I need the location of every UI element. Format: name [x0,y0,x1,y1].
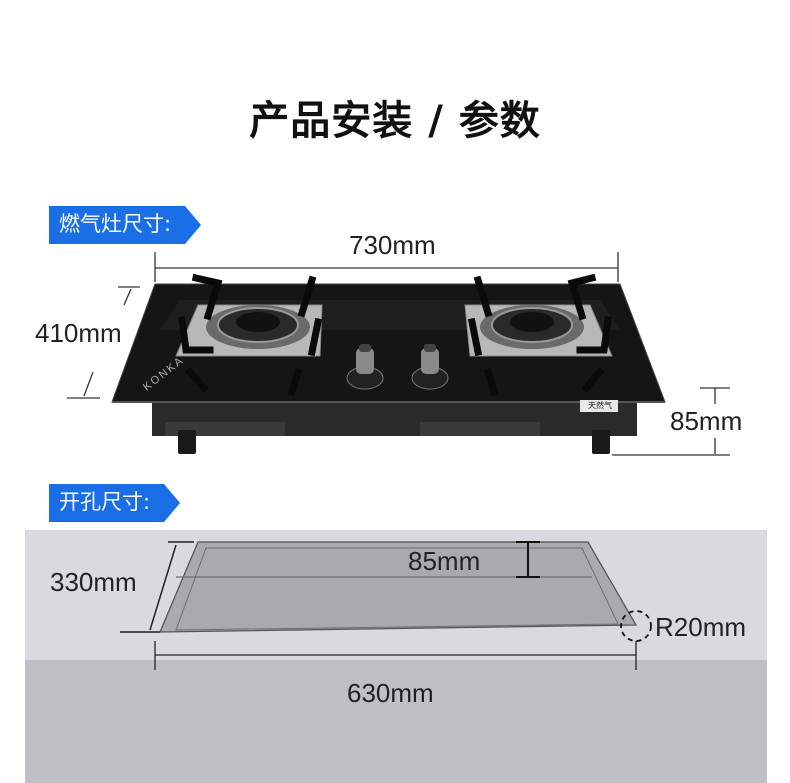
cutout-size-tag: 开孔尺寸: [49,484,181,522]
cutout-inner-height-label: 85mm [408,546,481,576]
cutout-width-label: 630mm [347,678,434,708]
stove-height-label: 85mm [670,406,743,436]
cutout-bottom-band [25,660,767,783]
cutout-depth-dimension [120,541,194,633]
cutout-shape [159,541,638,633]
stove-depth-dimension [67,286,140,399]
right-burner [464,273,613,397]
stove-depth-label: 410mm [35,318,122,348]
stove-width-label: 730mm [349,230,436,260]
stove-width-dimension [154,252,619,282]
cutout-depth-label: 330mm [50,567,137,597]
cutout-width-dimension [154,641,637,670]
gas-sticker [580,400,618,412]
cutout-inner-height-dimension [516,541,540,578]
gas-label: 天然气 [588,401,612,410]
page-title: 产品安装 / 参数 [249,98,541,144]
knobs [346,344,449,390]
left-burner [175,273,323,397]
corner-radius-label: R20mm [655,612,747,642]
stove-size-tag: 燃气灶尺寸: [49,206,202,244]
stove-height-dimension [612,387,730,456]
corner-radius-marker [620,610,652,642]
